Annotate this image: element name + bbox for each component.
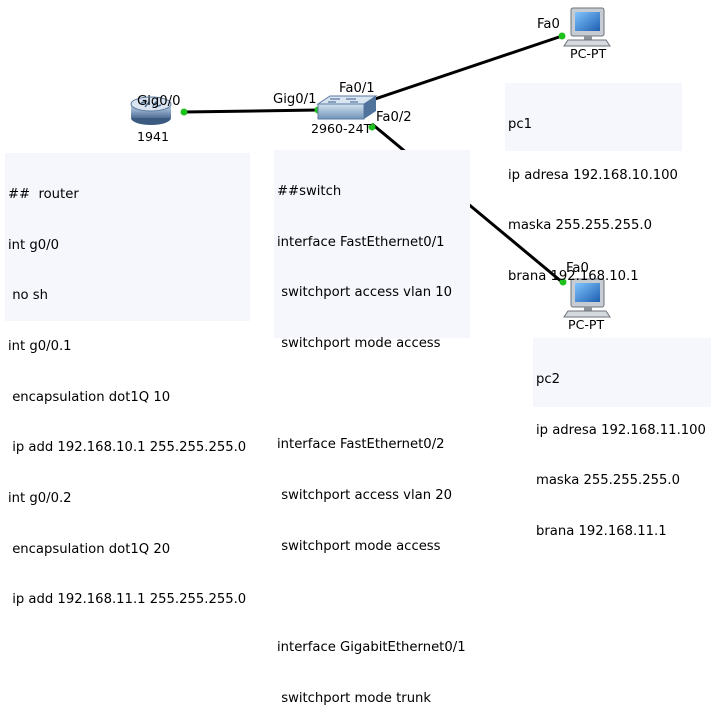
switch-port-label-fa01: Fa0/1 <box>339 81 375 96</box>
switch-port-label-fa02: Fa0/2 <box>376 110 412 125</box>
pc1-port-label: Fa0 <box>537 17 560 32</box>
pc2-computer-icon[interactable] <box>563 278 611 318</box>
pc1-computer-icon[interactable] <box>563 7 611 47</box>
note-line: interface FastEthernet0/1 <box>277 234 445 250</box>
note-line: ##switch <box>277 183 342 199</box>
note-line: encapsulation dot1Q 10 <box>8 389 171 405</box>
switch-uplink-port-label: Gig0/1 <box>273 92 317 107</box>
note-line: ip add 192.168.10.1 255.255.255.0 <box>8 440 247 456</box>
note-line: encapsulation dot1Q 20 <box>8 541 171 557</box>
note-line: ip adresa 192.168.11.100 <box>536 422 706 438</box>
pc2-model-label: PC-PT <box>568 317 605 332</box>
link-status-dot <box>368 123 376 131</box>
router-model-label: 1941 <box>137 129 170 144</box>
switch-config-note[interactable]: ##switch interface FastEthernet0/1 switc… <box>274 150 470 706</box>
note-line: pc1 <box>508 116 533 132</box>
topology-canvas <box>130 7 611 318</box>
link-router-switch[interactable] <box>183 108 319 114</box>
note-line: pc2 <box>536 371 561 387</box>
note-line: int g0/0.2 <box>8 491 72 507</box>
note-line: interface FastEthernet0/2 <box>277 437 445 453</box>
note-line: brana 192.168.11.1 <box>536 523 667 539</box>
router-icon[interactable] <box>130 96 172 125</box>
pc1-model-label: PC-PT <box>570 46 607 61</box>
router-config-note[interactable]: ## router int g0/0 no sh int g0/0.1 enca… <box>5 153 250 607</box>
note-line: maska 255.255.255.0 <box>508 218 652 234</box>
note-line: ip adresa 192.168.10.100 <box>508 167 678 183</box>
note-line <box>277 387 467 404</box>
switch-model-label: 2960-24T <box>311 121 372 136</box>
link-switch-pc1[interactable] <box>371 34 563 102</box>
note-line: maska 255.255.255.0 <box>536 473 680 489</box>
link-status-dot <box>559 278 567 286</box>
note-line: switchport mode access <box>277 538 441 554</box>
note-line: ## router <box>8 186 79 202</box>
note-line: switchport access vlan 20 <box>277 488 453 504</box>
switch-icon[interactable] <box>316 95 378 120</box>
note-line: int g0/0 <box>8 237 59 253</box>
note-line: interface GigabitEthernet0/1 <box>277 640 466 656</box>
note-line: ip add 192.168.11.1 255.255.255.0 <box>8 592 247 608</box>
note-line: switchport access vlan 10 <box>277 285 453 301</box>
note-line: int g0/0.1 <box>8 338 72 354</box>
pc2-info-note[interactable]: pc2 ip adresa 192.168.11.100 maska 255.2… <box>533 338 711 539</box>
note-line: switchport mode trunk <box>277 690 432 706</box>
note-line: switchport mode access <box>277 335 441 351</box>
pc1-info-note[interactable]: pc1 ip adresa 192.168.10.100 maska 255.2… <box>505 83 682 284</box>
note-line: no sh <box>8 288 49 304</box>
router-port-label: Gig0/0 <box>137 94 181 109</box>
link-status-dot <box>180 108 188 116</box>
link-status-dot <box>558 32 566 40</box>
note-line <box>277 589 467 606</box>
note-line: brana 192.168.10.1 <box>508 268 639 284</box>
pc2-port-label: Fa0 <box>566 261 589 276</box>
